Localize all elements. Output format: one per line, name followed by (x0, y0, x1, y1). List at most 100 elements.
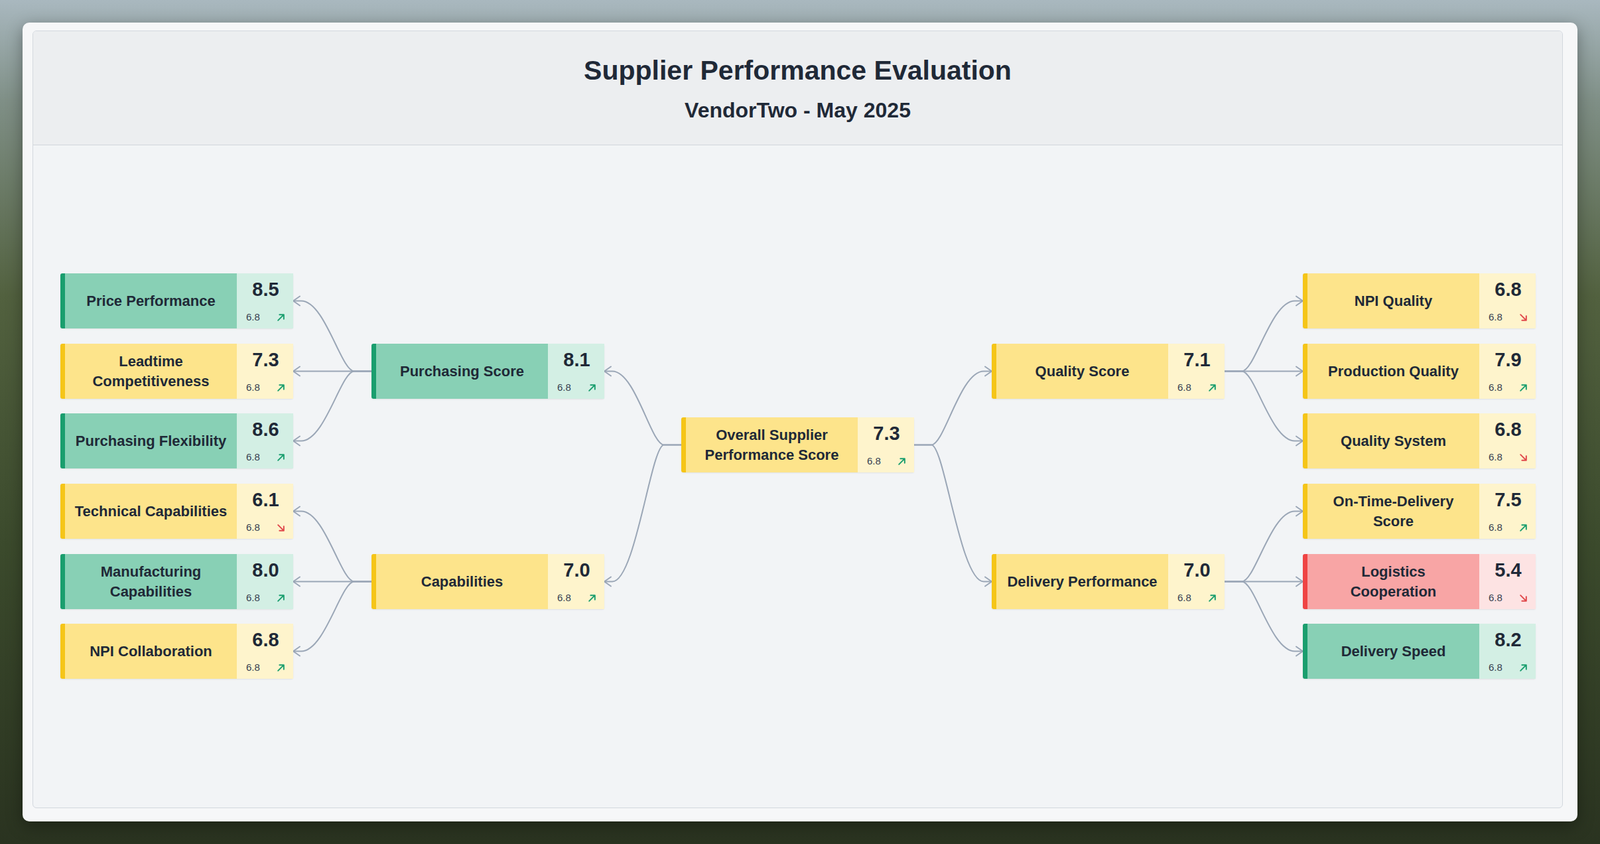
previous-score-row: 6.8 (1488, 661, 1528, 674)
previous-score-row: 6.8 (246, 591, 286, 604)
previous-score: 6.8 (557, 591, 572, 604)
score-box: Purchasing Flexibility 8.66.8 (60, 413, 294, 469)
previous-score-row: 6.8 (1177, 591, 1217, 604)
trend-up-arrow (587, 383, 597, 393)
connector (1224, 371, 1303, 446)
previous-score: 6.8 (246, 661, 261, 674)
metric-name: Overall Supplier Performance Score (695, 425, 849, 466)
arrowhead (1296, 506, 1303, 517)
metric-label-cell: Delivery Speed (1307, 623, 1480, 679)
connector (914, 445, 992, 587)
current-score: 7.5 (1488, 488, 1528, 511)
score-box: Delivery Speed 8.2 6.8 (1302, 623, 1536, 679)
arrowhead (293, 366, 300, 377)
trend-up-arrow (276, 383, 286, 393)
previous-score-row: 6.8 (1488, 521, 1528, 534)
metric-label-cell: NPI Quality (1307, 273, 1480, 329)
current-score: 6.8 (246, 628, 286, 651)
previous-score: 6.8 (1488, 591, 1503, 604)
trend-down-arrow (1519, 453, 1528, 462)
previous-score: 6.8 (246, 381, 261, 394)
score-cell: 6.8 6.8 (1479, 273, 1536, 329)
score-box: Price Performance 8.5 6.8 (60, 273, 294, 329)
connector (293, 296, 372, 372)
score-cell: 8.16.8 (547, 343, 605, 399)
metric-label-cell: Quality Score (996, 343, 1169, 399)
current-score: 8.2 (1488, 628, 1528, 651)
score-cell: 7.5 6.8 (1479, 483, 1536, 539)
arrowhead (1296, 646, 1303, 657)
arrowhead (293, 577, 300, 587)
metric-label-cell: Quality System (1307, 413, 1480, 469)
score-box: NPI Quality 6.8 6.8 (1302, 273, 1536, 329)
trend-up-arrow (587, 593, 597, 603)
metric-label-cell: Capabilities (376, 553, 548, 609)
current-score: 7.0 (1177, 559, 1217, 581)
trend-up-arrow (1519, 663, 1528, 672)
previous-score-row: 6.8 (1488, 451, 1528, 464)
metric-label-cell: Purchasing Score (376, 343, 548, 399)
previous-score: 6.8 (246, 311, 261, 324)
arrowhead (1296, 577, 1303, 587)
current-score: 6.8 (1488, 418, 1528, 440)
previous-score: 6.8 (1177, 591, 1192, 604)
metric-label-cell: Logistics Cooperation (1307, 553, 1480, 609)
metric-name: Price Performance (86, 291, 215, 312)
score-cell: 7.96.8 (1479, 343, 1536, 399)
score-cell: 7.0 6.8 (1168, 553, 1225, 609)
connector (1224, 506, 1303, 582)
metric-label-cell: Price Performance (65, 273, 237, 329)
connector (293, 506, 372, 582)
metric-label-cell: Manufacturing Capabilities (65, 553, 237, 609)
trend-up-arrow (897, 457, 907, 466)
arrowhead (604, 577, 611, 587)
current-score: 6.8 (1488, 278, 1528, 300)
connector (1224, 581, 1303, 657)
current-score: 8.5 (246, 278, 286, 300)
arrowhead (985, 577, 992, 587)
score-cell: 8.0 6.8 (236, 553, 294, 609)
score-cell: 7.0 6.8 (547, 553, 605, 609)
metric-name: Delivery Performance (1006, 571, 1157, 592)
current-score: 7.0 (557, 559, 597, 581)
score-box: Overall Supplier Performance Score7.36.8 (681, 417, 915, 473)
score-cell: 7.36.8 (857, 417, 915, 473)
previous-score: 6.8 (1488, 311, 1503, 324)
arrowhead (1296, 436, 1303, 446)
metric-name: Purchasing Score (400, 361, 525, 382)
previous-score: 6.8 (1488, 521, 1503, 534)
previous-score-row: 6.8 (866, 455, 907, 467)
metric-label-cell: NPI Collaboration (65, 623, 237, 679)
trend-down-arrow (1519, 313, 1528, 322)
previous-score-row: 6.8 (246, 311, 286, 324)
metric-name: On-Time-Delivery Score (1316, 491, 1470, 532)
trend-up-arrow (1519, 523, 1528, 533)
trend-up-arrow (1207, 383, 1217, 393)
metric-name: Production Quality (1328, 361, 1459, 382)
previous-score-row: 6.8 (557, 591, 597, 604)
metric-name: Purchasing Flexibility (75, 431, 227, 452)
previous-score: 6.8 (1488, 451, 1503, 464)
arrowhead (293, 436, 300, 446)
metric-name: Delivery Speed (1341, 641, 1447, 662)
score-cell: 7.16.8 (1168, 343, 1225, 399)
metric-name: Quality Score (1035, 361, 1130, 382)
current-score: 8.6 (246, 418, 286, 440)
previous-score: 6.8 (1488, 661, 1503, 674)
metric-name: NPI Quality (1354, 291, 1433, 312)
score-box: On-Time-Delivery Score 7.5 6.8 (1302, 483, 1536, 539)
trend-up-arrow (276, 453, 286, 462)
previous-score: 6.8 (246, 591, 261, 604)
connector (914, 366, 992, 446)
metric-label-cell: Delivery Performance (996, 553, 1169, 609)
trend-up-arrow (1519, 383, 1528, 393)
score-cell: 8.66.8 (236, 413, 294, 469)
metric-label-cell: Technical Capabilities (65, 483, 237, 539)
score-box: Logistics Cooperation5.46.8 (1302, 553, 1536, 609)
score-box: Production Quality 7.96.8 (1302, 343, 1536, 399)
arrowhead (1296, 366, 1303, 377)
current-score: 8.0 (246, 559, 286, 581)
current-score: 8.1 (557, 348, 597, 371)
metric-name: Capabilities (421, 571, 503, 592)
metric-name: Leadtime Competitiveness (74, 351, 228, 392)
